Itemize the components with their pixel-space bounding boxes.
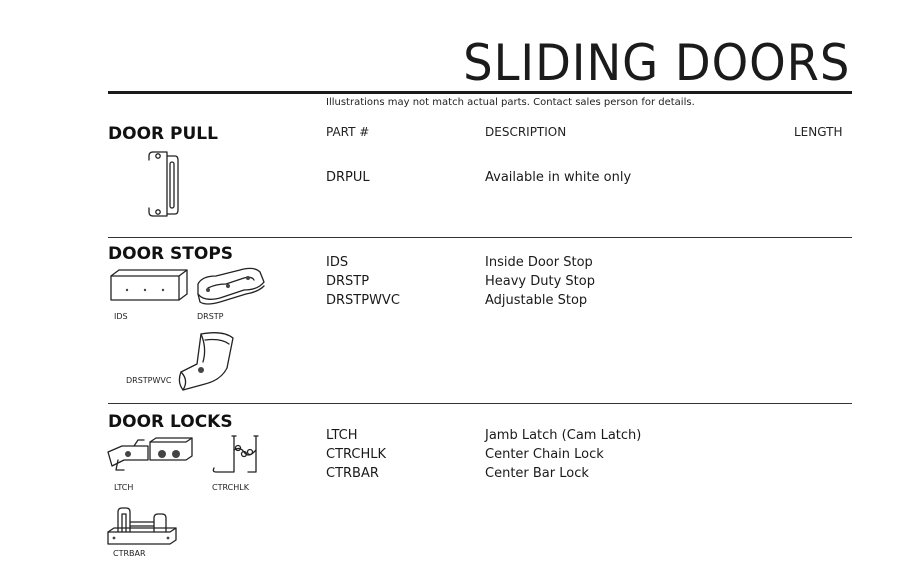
section-divider <box>108 403 852 404</box>
part-number: IDS <box>326 255 349 270</box>
adjustable-stop-icon <box>178 332 234 391</box>
part-number: LTCH <box>326 428 358 443</box>
part-description: Heavy Duty Stop <box>485 274 595 289</box>
inside-door-stop-icon <box>110 269 188 301</box>
column-header-length: LENGTH <box>794 125 843 139</box>
title-divider <box>108 91 852 94</box>
center-bar-lock-icon <box>107 507 177 545</box>
column-header-part: PART # <box>326 125 370 139</box>
part-description: Jamb Latch (Cam Latch) <box>485 428 642 443</box>
disclaimer-note: Illustrations may not match actual parts… <box>326 97 695 108</box>
caption-drstpwvc: DRSTPWVC <box>126 376 172 385</box>
part-number: DRSTPWVC <box>326 293 400 308</box>
column-header-description: DESCRIPTION <box>485 125 567 139</box>
door-pull-icon <box>148 151 179 217</box>
section-title-door-locks: DOOR LOCKS <box>108 412 233 432</box>
section-title-door-pull: DOOR PULL <box>108 124 218 144</box>
heavy-duty-stop-icon <box>197 267 265 305</box>
part-number: DRSTP <box>326 274 370 289</box>
part-description: Inside Door Stop <box>485 255 593 270</box>
part-number: DRPUL <box>326 170 370 185</box>
part-description: Available in white only <box>485 170 632 185</box>
section-title-door-stops: DOOR STOPS <box>108 244 234 264</box>
caption-ctrbar: CTRBAR <box>113 549 146 558</box>
caption-drstp: DRSTP <box>197 312 224 321</box>
caption-ltch: LTCH <box>114 483 134 492</box>
part-description: Adjustable Stop <box>485 293 588 308</box>
section-divider <box>108 237 852 238</box>
part-number: CTRCHLK <box>326 447 387 462</box>
jamb-latch-icon <box>107 437 193 471</box>
part-description: Center Chain Lock <box>485 447 604 462</box>
part-number: CTRBAR <box>326 466 379 481</box>
caption-ids: IDS <box>114 312 128 321</box>
page-title: SLIDING DOORS <box>462 34 850 92</box>
center-chain-lock-icon <box>212 435 259 473</box>
part-description: Center Bar Lock <box>485 466 589 481</box>
caption-ctrchlk: CTRCHLK <box>212 483 249 492</box>
